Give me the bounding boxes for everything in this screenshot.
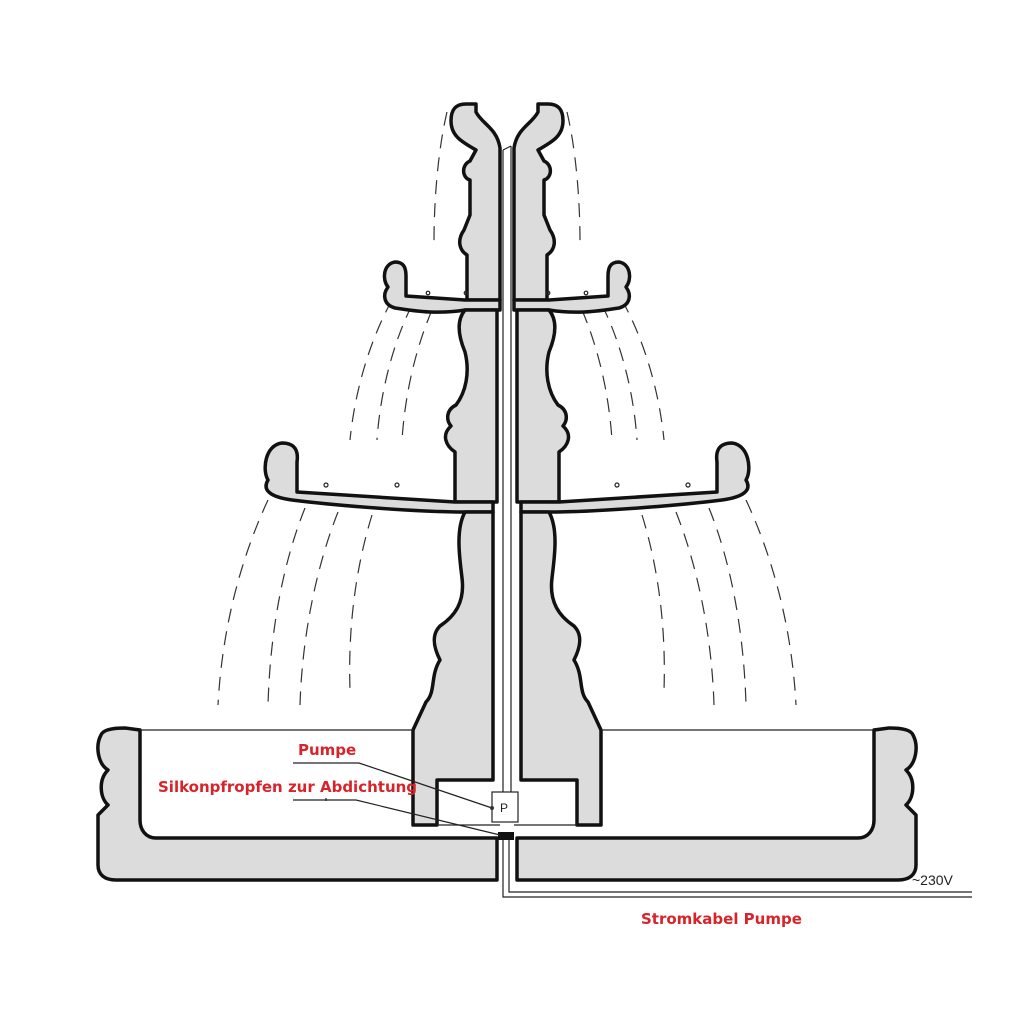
plug-leader-line (293, 799, 501, 836)
pump-label: Pumpe (298, 741, 356, 759)
pump-leader-line (293, 762, 493, 809)
fountain-right-half (512, 102, 918, 882)
sealing-plug (498, 832, 514, 840)
pipe-top (502, 145, 512, 151)
pump-box-label: P (500, 801, 508, 815)
sealing-plug-label: Silkonpfropfen zur Abdichtung (158, 778, 417, 796)
pump-leader-dot (490, 806, 494, 810)
power-cable-inner (508, 840, 972, 893)
voltage-label: ~230V (912, 872, 954, 888)
power-cable-outer (502, 840, 972, 898)
power-cable-label: Stromkabel Pumpe (641, 910, 802, 928)
